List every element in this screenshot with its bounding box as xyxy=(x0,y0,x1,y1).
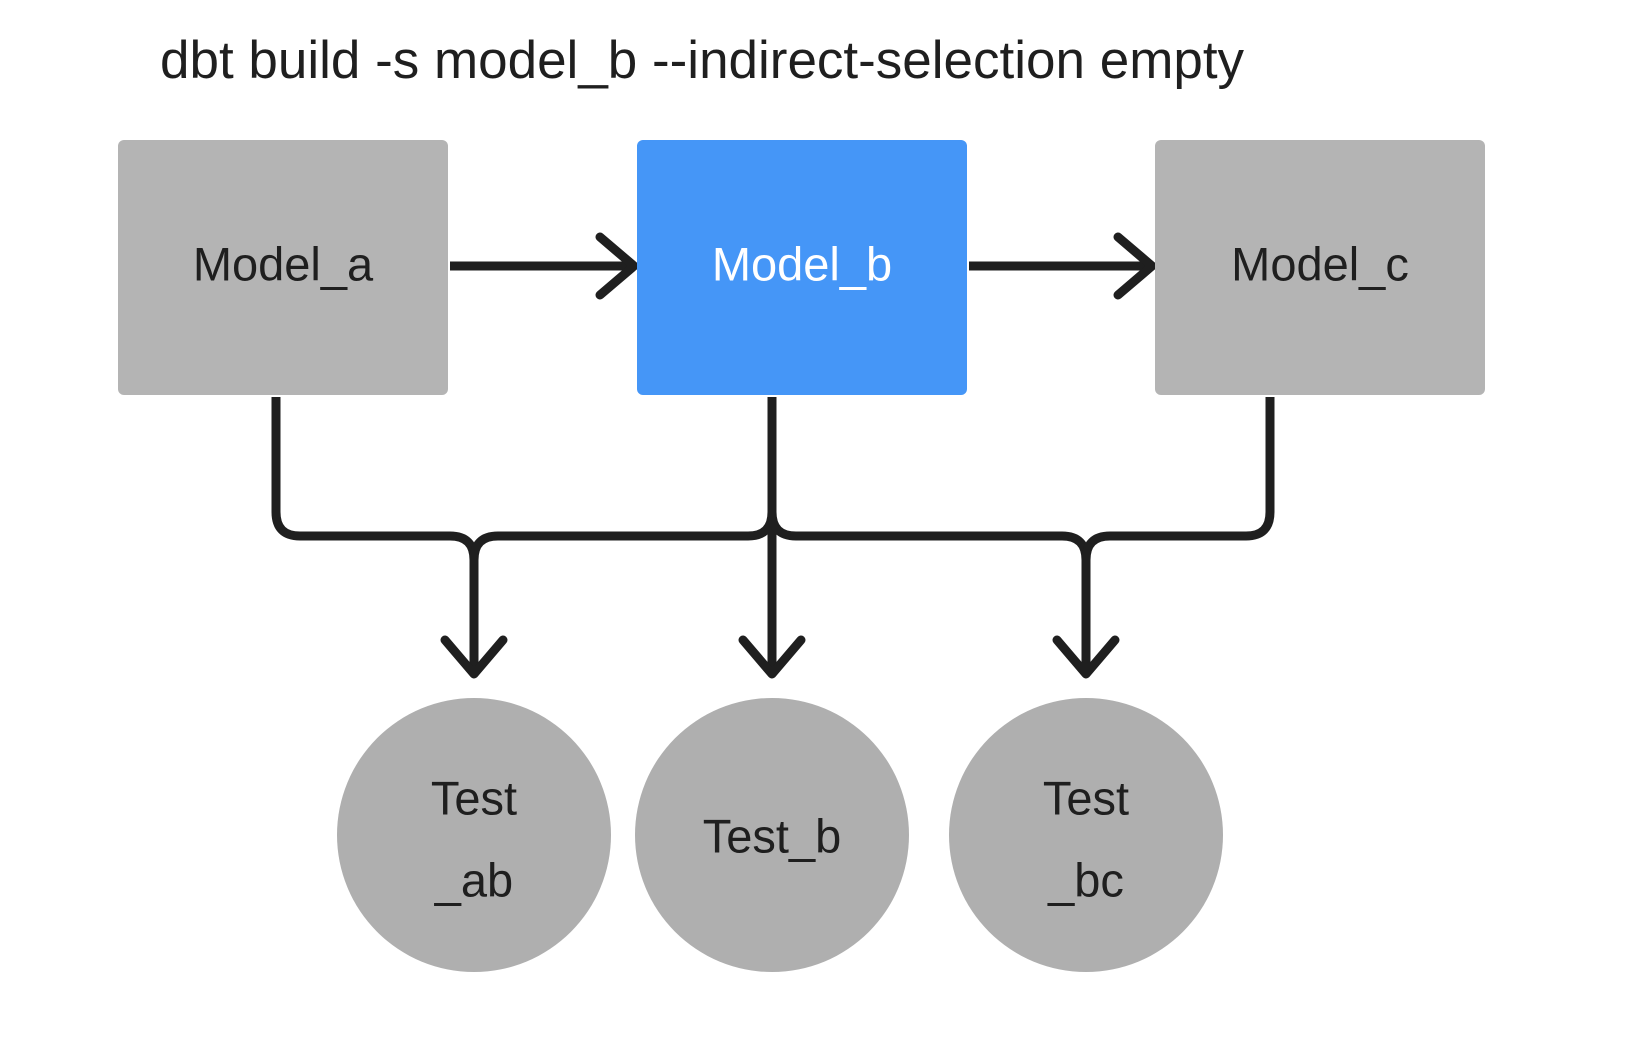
arrow-head-icon xyxy=(595,232,639,300)
node-test-ab-label-line2: _ab xyxy=(434,853,513,906)
edge-model-b-to-test-ab xyxy=(469,397,777,672)
edge-model-b-to-model-c xyxy=(969,232,1157,300)
node-test-bc-label-line2: _bc xyxy=(1047,853,1124,906)
edge-model-b-to-test-bc xyxy=(767,397,1091,672)
node-model-a-shape[interactable] xyxy=(118,140,448,395)
node-test-ab[interactable]: Test _ab xyxy=(337,698,611,972)
edges-layer xyxy=(271,232,1275,679)
node-model-b-label: Model_b xyxy=(712,237,892,290)
edge-line xyxy=(767,397,1091,672)
edge-line xyxy=(271,397,479,672)
arrow-head-icon-test-bc xyxy=(1052,635,1120,679)
node-model-b-shape[interactable] xyxy=(637,140,967,395)
edge-model-a-to-test-ab xyxy=(271,397,479,672)
node-test-b-shape[interactable] xyxy=(635,698,909,972)
node-model-c-shape[interactable] xyxy=(1155,140,1485,395)
test-nodes-layer: Test _ab Test_b Test _bc xyxy=(337,698,1223,972)
node-model-c-label: Model_c xyxy=(1231,237,1409,290)
arrow-head-icon-test-ab xyxy=(440,635,508,679)
arrow-head-icon xyxy=(1113,232,1157,300)
edge-line xyxy=(1081,397,1275,672)
node-model-c[interactable]: Model_c xyxy=(1155,140,1485,395)
edge-line xyxy=(469,397,777,672)
model-nodes-layer: Model_a Model_b Model_c xyxy=(118,140,1485,395)
diagram-title: dbt build -s model_b --indirect-selectio… xyxy=(160,31,1245,90)
node-test-bc-label-line1: Test xyxy=(1043,771,1129,824)
node-test-b-label-line1: Test_b xyxy=(703,809,841,862)
node-test-bc[interactable]: Test _bc xyxy=(949,698,1223,972)
node-test-b[interactable]: Test_b xyxy=(635,698,909,972)
node-model-b[interactable]: Model_b xyxy=(637,140,967,395)
node-test-bc-shape[interactable] xyxy=(949,698,1223,972)
node-model-a-label: Model_a xyxy=(193,237,374,290)
arrow-head-icon-test-b xyxy=(738,635,806,679)
node-model-a[interactable]: Model_a xyxy=(118,140,448,395)
edge-model-a-to-model-b xyxy=(450,232,639,300)
node-test-ab-label-line1: Test xyxy=(431,771,517,824)
node-test-ab-shape[interactable] xyxy=(337,698,611,972)
edge-model-c-to-test-bc xyxy=(1081,397,1275,672)
